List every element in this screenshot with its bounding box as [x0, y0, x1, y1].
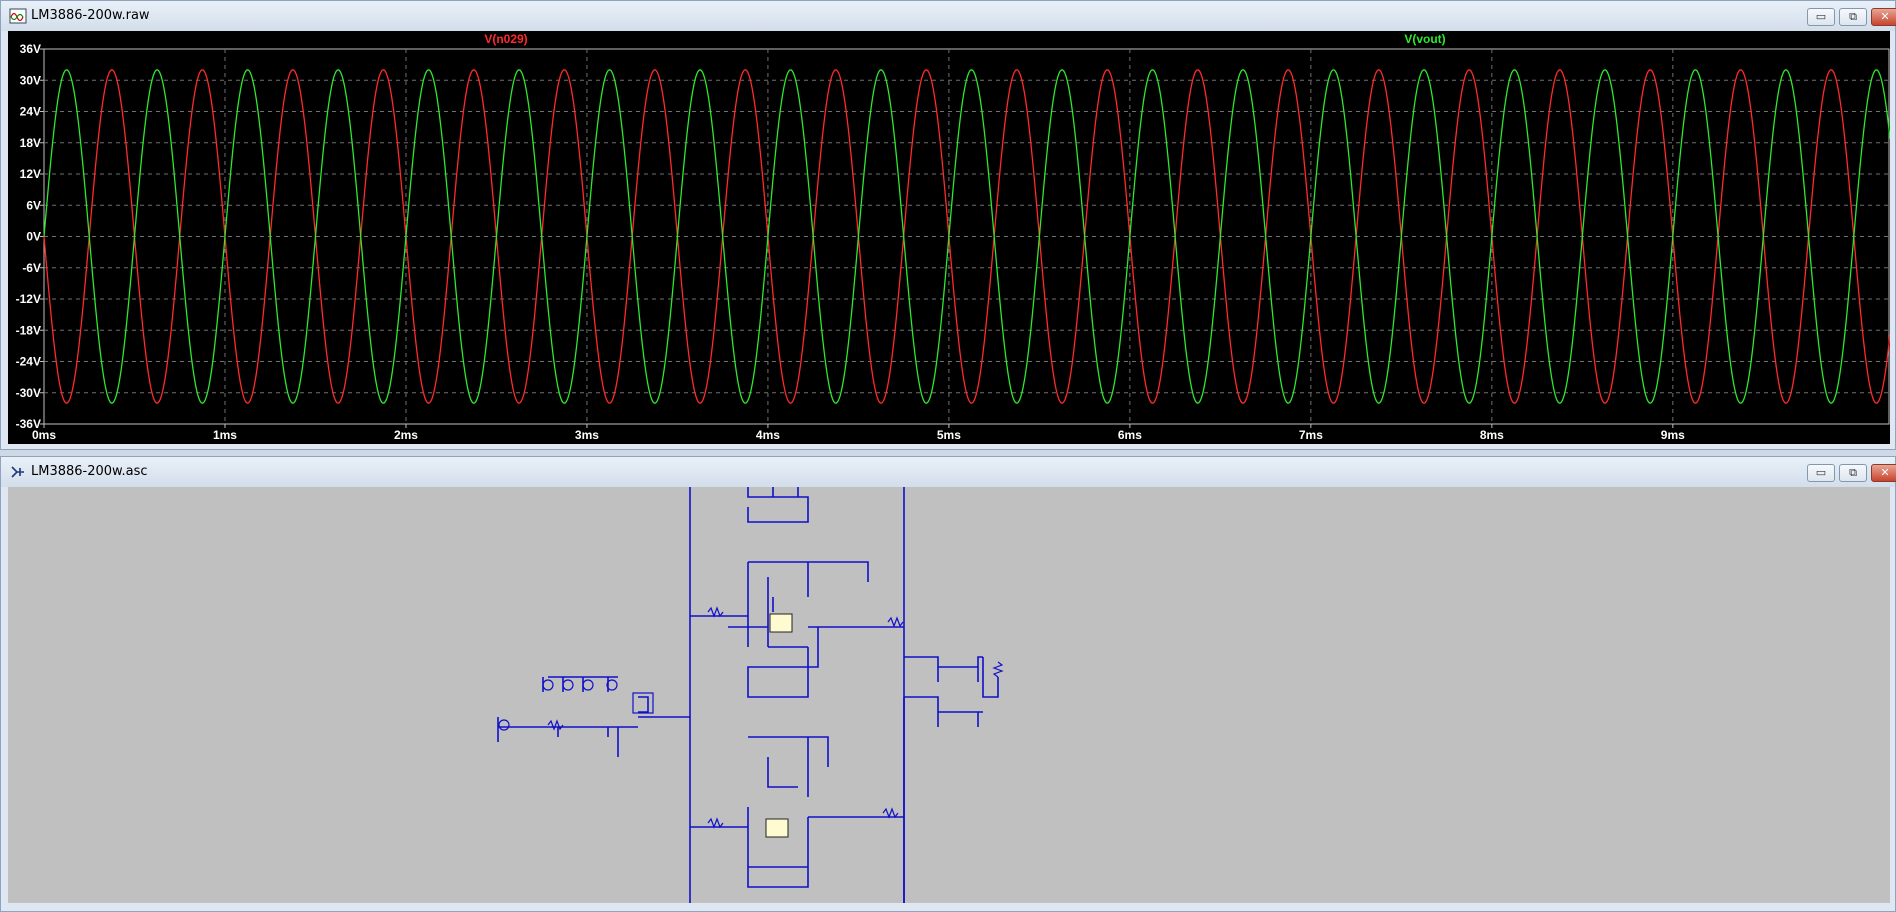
waveform-titlebar[interactable]: LM3886-200w.raw ▭ ⧉ ✕ [1, 1, 1896, 31]
resistor-symbol[interactable] [882, 807, 899, 819]
source-symbol[interactable] [606, 679, 618, 691]
schematic-canvas[interactable] [8, 487, 1890, 903]
wire-upper-amp[interactable] [690, 561, 904, 698]
schematic-app-icon [11, 466, 24, 478]
opamp-upper-ic[interactable] [769, 613, 793, 633]
x-tick-label: 0ms [32, 428, 56, 442]
resistor-symbol[interactable] [707, 606, 724, 618]
x-tick-label: 8ms [1480, 428, 1504, 442]
wire-lower-amp[interactable] [690, 696, 983, 903]
y-tick-label: -30V [16, 386, 41, 400]
resistor-symbol[interactable] [992, 661, 1004, 678]
y-tick-label: 24V [20, 105, 41, 119]
x-tick-label: 1ms [213, 428, 237, 442]
source-symbol[interactable] [582, 679, 594, 691]
waveform-minimize-button[interactable]: ▭ [1807, 8, 1835, 26]
y-tick-label: 30V [20, 73, 41, 87]
wire-top-block[interactable] [747, 487, 809, 523]
schematic-window-title: LM3886-200w.asc [31, 464, 148, 479]
x-tick-label: 4ms [756, 428, 780, 442]
schematic-titlebar[interactable]: LM3886-200w.asc ▭ ⧉ ✕ [1, 457, 1896, 487]
y-tick-label: -12V [16, 292, 41, 306]
waveform-window-title: LM3886-200w.raw [31, 8, 150, 23]
transistor-box[interactable] [632, 692, 654, 714]
y-tick-label: 12V [20, 167, 41, 181]
waveform-app-icon [9, 8, 27, 24]
schematic-restore-button[interactable]: ⧉ [1839, 464, 1867, 482]
y-tick-label: -18V [16, 323, 41, 337]
wire-upper-output[interactable] [808, 626, 999, 698]
source-symbol[interactable] [542, 679, 554, 691]
wire-input-stage[interactable] [497, 676, 690, 757]
trace-v-vout-[interactable] [43, 69, 1890, 404]
y-tick-label: -36V [16, 417, 41, 431]
x-tick-label: 7ms [1299, 428, 1323, 442]
x-tick-label: 6ms [1118, 428, 1142, 442]
resistor-symbol[interactable] [547, 719, 564, 731]
resistor-symbol[interactable] [707, 817, 724, 829]
waveform-restore-button[interactable]: ⧉ [1839, 8, 1867, 26]
y-tick-label: 0V [26, 230, 41, 244]
legend-v-vout[interactable]: V(vout) [1404, 32, 1445, 46]
opamp-lower-ic[interactable] [765, 818, 789, 838]
schematic-minimize-button[interactable]: ▭ [1807, 464, 1835, 482]
y-tick-label: 18V [20, 136, 41, 150]
x-tick-label: 3ms [575, 428, 599, 442]
waveform-chart[interactable]: 36V 30V 24V 18V 12V 6V 0V -6V -12V -18V -24V -30V -3… [8, 31, 1890, 444]
resistor-symbol[interactable] [887, 616, 904, 628]
source-symbol[interactable] [498, 719, 510, 731]
source-symbol[interactable] [562, 679, 574, 691]
waveform-close-button[interactable]: ✕ [1871, 8, 1896, 26]
legend-v-n029[interactable]: V(n029) [484, 32, 527, 46]
x-tick-label: 2ms [394, 428, 418, 442]
y-tick-label: -6V [22, 261, 41, 275]
x-tick-label: 5ms [937, 428, 961, 442]
y-tick-label: 6V [26, 198, 41, 212]
schematic-close-button[interactable]: ✕ [1871, 464, 1896, 482]
schematic-drawing[interactable] [8, 487, 1890, 903]
x-tick-label: 9ms [1661, 428, 1685, 442]
y-tick-label: 36V [20, 42, 41, 56]
y-tick-label: -24V [16, 355, 41, 369]
waveform-plot-pane[interactable]: 36V 30V 24V 18V 12V 6V 0V -6V -12V -18V -24V -30V -3… [8, 31, 1890, 444]
